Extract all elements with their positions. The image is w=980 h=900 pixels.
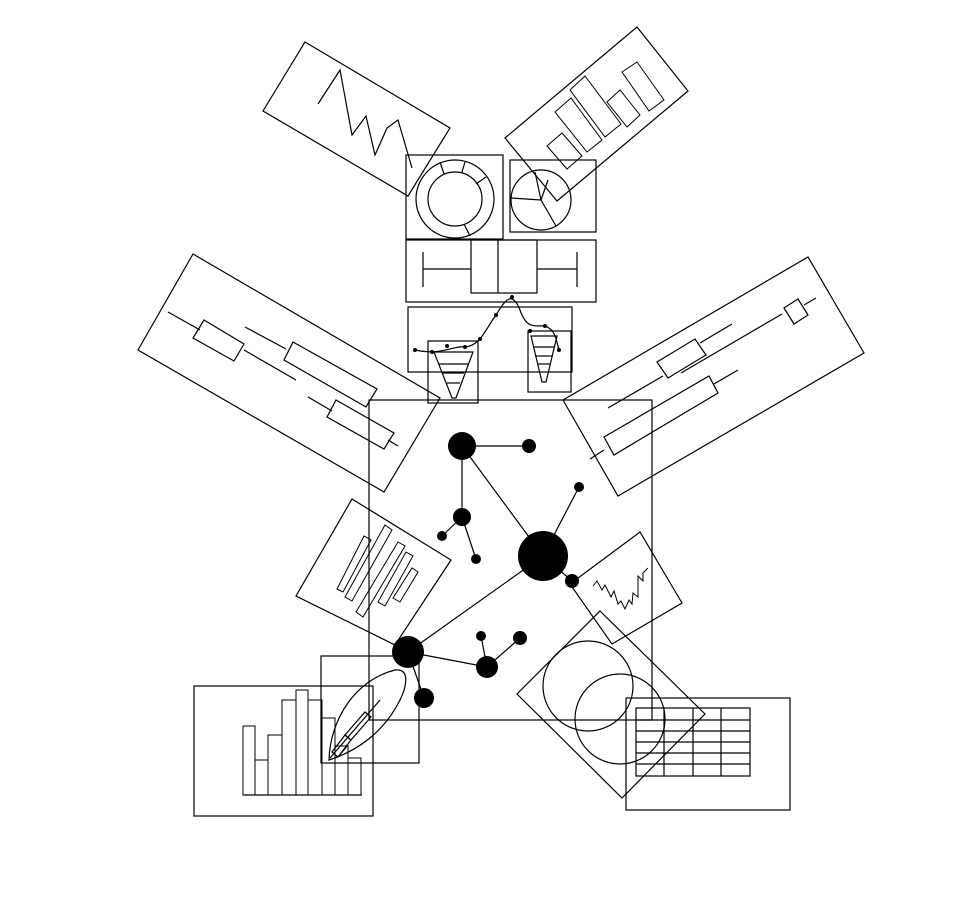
histogram-icon bbox=[242, 689, 362, 796]
network-frame bbox=[368, 399, 653, 721]
box-plot-icon bbox=[192, 319, 245, 362]
donut-chart-thumbnail bbox=[405, 154, 504, 240]
leaf-shape-icon bbox=[328, 669, 407, 761]
histogram-thumbnail bbox=[193, 685, 374, 817]
table-grid-thumbnail bbox=[625, 697, 791, 811]
bar-chart-icon bbox=[546, 61, 665, 170]
venn-diagram-thumbnail bbox=[516, 610, 706, 799]
horizontal-box-plot-right bbox=[562, 256, 865, 497]
network-graph-center bbox=[392, 432, 584, 708]
network-node bbox=[448, 432, 476, 460]
box-plot-thumbnail bbox=[405, 239, 597, 303]
bar-chart-thumbnail-top-right bbox=[504, 26, 689, 202]
funnel-chart-icon bbox=[433, 351, 474, 399]
table-icon bbox=[635, 707, 751, 777]
network-node-large bbox=[518, 531, 568, 581]
box-plot-icon bbox=[470, 239, 538, 294]
horizontal-box-plot-left bbox=[137, 253, 441, 493]
funnel-spline-thumbnail bbox=[407, 295, 573, 404]
pie-chart-icon bbox=[510, 169, 572, 231]
box-plot-icon bbox=[656, 338, 707, 379]
step-line-icon bbox=[592, 567, 649, 611]
funnel-chart-icon-2 bbox=[530, 335, 558, 383]
diagonal-bar-thumbnail bbox=[295, 498, 452, 646]
zigzag-line-thumbnail bbox=[262, 41, 451, 197]
spline-line-icon bbox=[414, 298, 560, 353]
bar-chart-icon bbox=[336, 524, 419, 618]
pie-chart-thumbnail bbox=[509, 159, 597, 233]
zigzag-line-icon bbox=[317, 68, 413, 169]
step-line-thumbnail bbox=[569, 531, 683, 645]
venn-icon bbox=[542, 640, 634, 732]
pen-leaf-thumbnail bbox=[320, 655, 420, 764]
pen-icon bbox=[329, 699, 381, 759]
donut-chart-icon bbox=[415, 159, 495, 239]
